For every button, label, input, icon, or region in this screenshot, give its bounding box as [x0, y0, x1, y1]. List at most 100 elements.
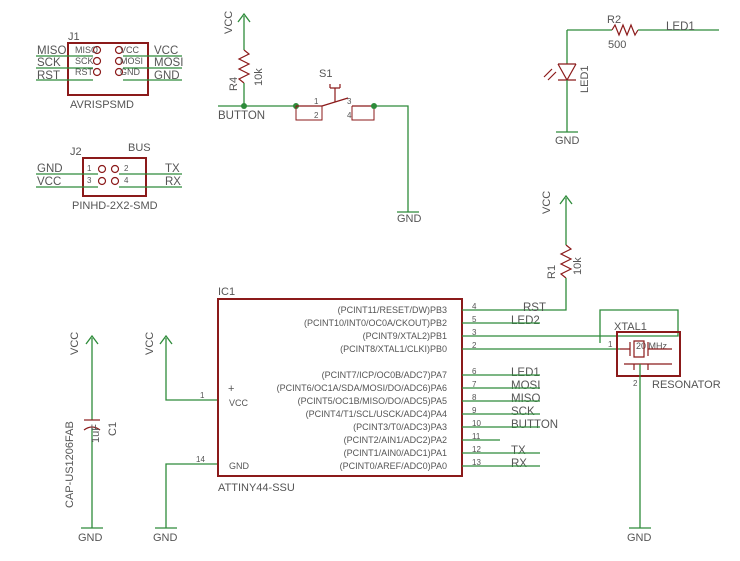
j2-pin-2: 2: [124, 164, 129, 173]
j1-net-vcc: VCC: [154, 45, 178, 57]
ic1-pin-number: 13: [472, 458, 481, 467]
r2-name: R2: [607, 14, 621, 26]
ic1-pin-label: (PCINT0/AREF/ADC0)PA0: [340, 461, 447, 471]
ic1-pin-number: 9: [472, 406, 477, 415]
ic1-pin-label: (PCINT9/XTAL2)PB1: [363, 331, 447, 341]
ic1-pin-label: (PCINT5/OC1B/MISO/DO/ADC5)PA5: [298, 396, 447, 406]
ic1-pin-net: LED1: [511, 367, 540, 379]
ic1-pin-net: RST: [523, 302, 546, 314]
resistor-r1: VCC R1 10k: [490, 191, 584, 311]
ic1-pin-number: 8: [472, 393, 477, 402]
s1-pin-2: 2: [314, 111, 319, 120]
r4-name: R4: [228, 77, 240, 91]
ic1-pin-label: (PCINT6/OC1A/SDA/MOSI/DO/ADC6)PA6: [277, 383, 447, 393]
j1-pin-mosi: MOSI: [120, 56, 143, 66]
j2-body: [82, 157, 147, 197]
ic1-pin-number: 7: [472, 380, 477, 389]
j1-pin-gnd: GND: [120, 67, 141, 77]
j2-pin-1: 1: [87, 164, 92, 173]
ic1-pin-group: (PCINT11/RESET/DW)PB3 4 RST (PCINT10/INT0/O…: [277, 302, 558, 471]
led1-gnd-label: GND: [555, 135, 580, 147]
s1-gnd-label: GND: [397, 213, 422, 225]
j1-net-miso: MISO: [37, 45, 66, 57]
ic-ic1: VCC GND IC1 ATTINY44-SSU + VCC GND 1 14 …: [144, 286, 679, 544]
j1-pin-rst: RST: [75, 67, 94, 77]
j1-name: J1: [68, 31, 80, 43]
j1-net-mosi: MOSI: [154, 57, 183, 69]
ic1-pin-label: (PCINT3/T0/ADC3)PA3: [353, 422, 447, 432]
ic1-pin-label: (PCINT7/ICP/OC0B/ADC7)PA7: [322, 370, 447, 380]
resistor-r4: VCC R4 10k: [223, 11, 265, 106]
j1-pin-miso: MISO: [75, 45, 98, 55]
ic1-pin-label: (PCINT2/AIN1/ADC2)PA2: [344, 435, 447, 445]
s1-pin-4: 4: [347, 111, 352, 120]
resistor-r2: R2 500 LED1: [567, 14, 719, 51]
led-led1: LED1 GND: [543, 30, 591, 147]
xtal1-pin-1: 1: [608, 340, 613, 349]
c1-gnd-label: GND: [78, 532, 103, 544]
ic1-pin-number: 12: [472, 445, 481, 454]
r2-net-led1: LED1: [666, 21, 695, 33]
r4-supply-vcc: VCC: [223, 11, 235, 34]
ic1-pin-label: (PCINT10/INT0/OC0A/CKOUT)PB2: [304, 318, 447, 328]
xtal1-value: 20 MHz: [636, 341, 668, 351]
j1-net-sck: SCK: [37, 57, 61, 69]
j1-body: [67, 42, 149, 96]
c1-supply-vcc: VCC: [69, 332, 81, 355]
ic1-pin-number: 4: [472, 302, 477, 311]
ic1-vcc-label: VCC: [229, 398, 249, 408]
ic1-pin-number: 10: [472, 419, 481, 428]
resonator-xtal1: XTAL1 20 MHz RESONATOR 1 2 GND: [608, 321, 721, 544]
xtal1-name: XTAL1: [614, 321, 647, 333]
r1-supply-vcc: VCC: [541, 191, 553, 214]
r2-value: 500: [608, 39, 626, 51]
s1-pin-3: 3: [347, 97, 352, 106]
r1-name: R1: [546, 265, 558, 279]
j1-net-rst: RST: [37, 70, 60, 82]
r4-value: 10k: [253, 68, 265, 86]
j2-net-vcc: VCC: [37, 176, 61, 188]
j1-value: AVRISPSMD: [70, 99, 134, 111]
ic1-name: IC1: [218, 286, 235, 298]
j2-net-tx: TX: [165, 163, 180, 175]
j2-pin-4: 4: [124, 176, 129, 185]
r1-value: 10k: [572, 257, 584, 275]
ic1-pin-gnd-num: 14: [196, 455, 205, 464]
ic1-pin-label: (PCINT4/T1/SCL/USCK/ADC4)PA4: [306, 409, 447, 419]
ic1-pin-net: RX: [511, 458, 527, 470]
j2-name: J2: [70, 146, 82, 158]
j2-value: PINHD-2X2-SMD: [72, 200, 158, 212]
j2-net-rx: RX: [165, 176, 181, 188]
button-net-label: BUTTON: [218, 110, 265, 122]
j2-net-gnd: GND: [37, 163, 63, 175]
led1-name: LED1: [579, 65, 591, 93]
ic1-pin-label: (PCINT11/RESET/DW)PB3: [338, 305, 447, 315]
j2-bus: BUS: [128, 142, 151, 154]
ic1-pin-number: 11: [472, 432, 481, 441]
ic1-pin-vcc-num: 1: [200, 391, 205, 400]
j1-pin-sck: SCK: [75, 56, 94, 66]
ic1-plus: +: [228, 383, 234, 395]
xtal1-gnd-label: GND: [627, 532, 652, 544]
capacitor-c1: VCC GND C1 1uF CAP-US1206FAB: [64, 332, 119, 544]
ic1-pin-label: (PCINT8/XTAL1/CLKI)PB0: [340, 344, 447, 354]
j1-net-gnd: GND: [154, 70, 180, 82]
ic1-pin-net: SCK: [511, 406, 535, 418]
ic1-pin-number: 3: [472, 328, 477, 337]
s1-name: S1: [319, 68, 332, 80]
xtal1-pin-2: 2: [633, 379, 638, 388]
c1-package: CAP-US1206FAB: [64, 421, 76, 508]
switch-s1: BUTTON S1 1 2 3 4 GND: [218, 68, 422, 225]
ic1-gnd-label: GND: [229, 461, 250, 471]
c1-value: 1uF: [90, 424, 102, 443]
j1-pin-vcc: VCC: [120, 45, 140, 55]
xtal1-type: RESONATOR: [652, 379, 721, 391]
xtal1-body: [616, 331, 681, 377]
ic1-pin-number: 5: [472, 315, 477, 324]
ic1-supply-gnd: GND: [153, 532, 178, 544]
ic1-pin-net: MOSI: [511, 380, 540, 392]
ic1-value: ATTINY44-SSU: [218, 482, 295, 494]
ic1-pin-label: (PCINT1/AIN0/ADC1)PA1: [344, 448, 447, 458]
connector-j1: J1 AVRISPSMD MISO SCK RST VCC MOSI GND M…: [36, 31, 183, 111]
